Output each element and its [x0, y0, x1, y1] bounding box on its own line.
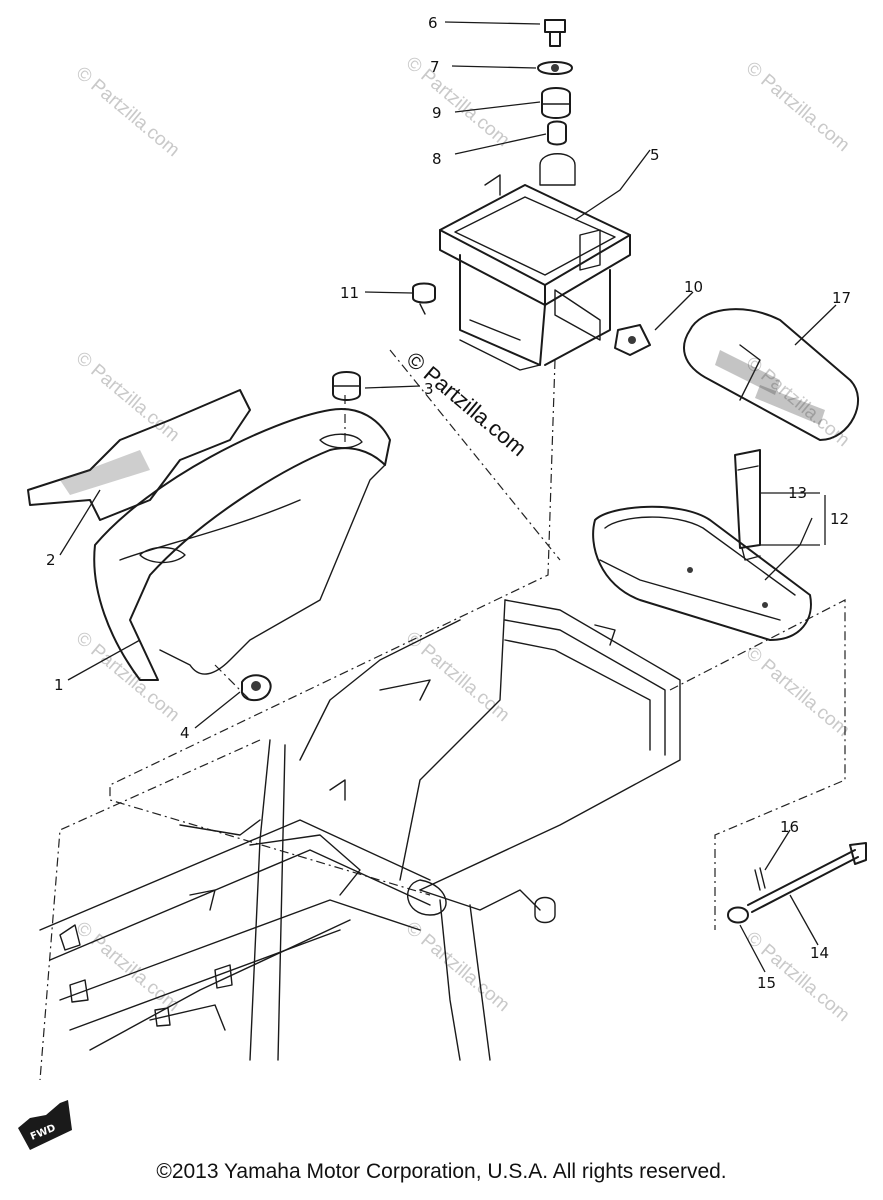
leader-lines — [59, 21, 837, 973]
watermark: © Partzilla.com — [72, 348, 184, 446]
callout-8: 8 — [432, 150, 442, 168]
watermark: © Partzilla.com — [402, 628, 514, 726]
callout-16: 16 — [780, 818, 799, 836]
hardware-stack — [537, 19, 573, 146]
assembly-guides — [39, 349, 846, 1081]
callout-11: 11 — [340, 284, 359, 302]
watermark: © Partzilla.com — [742, 643, 854, 741]
callout-3: 3 — [424, 380, 434, 398]
callout-5: 5 — [650, 146, 660, 164]
callout-15: 15 — [757, 974, 776, 992]
fwd-arrow-icon: FWD — [18, 1100, 72, 1150]
watermark: © Partzilla.com — [72, 628, 184, 726]
side-cover — [93, 408, 391, 681]
battery-box — [439, 153, 631, 371]
watermark: © Partzilla.com — [72, 918, 184, 1016]
callout-10: 10 — [684, 278, 703, 296]
copyright-notice: ©2013 Yamaha Motor Corporation, U.S.A. A… — [156, 1160, 727, 1183]
watermark: © Partzilla.com — [402, 918, 514, 1016]
watermark: © Partzilla.com — [72, 63, 184, 161]
callout-12: 12 — [830, 510, 849, 528]
callout-6: 6 — [428, 14, 438, 32]
callout-2: 2 — [46, 551, 56, 569]
frame — [39, 599, 681, 1061]
callout-labels: 1 2 3 4 5 6 7 8 9 10 11 12 13 14 15 16 1… — [46, 14, 851, 992]
grommets — [240, 324, 651, 702]
battery — [683, 308, 860, 441]
callout-14: 14 — [810, 944, 829, 962]
bolt — [412, 282, 436, 315]
callout-17: 17 — [832, 289, 851, 307]
callout-13: 13 — [788, 484, 807, 502]
callout-1: 1 — [54, 676, 64, 694]
cover-emblem — [27, 389, 251, 521]
watermark: © Partzilla.com — [742, 58, 854, 156]
callout-7: 7 — [430, 58, 440, 76]
callout-9: 9 — [432, 104, 442, 122]
mount-hardware — [727, 842, 867, 924]
callout-4: 4 — [180, 724, 190, 742]
